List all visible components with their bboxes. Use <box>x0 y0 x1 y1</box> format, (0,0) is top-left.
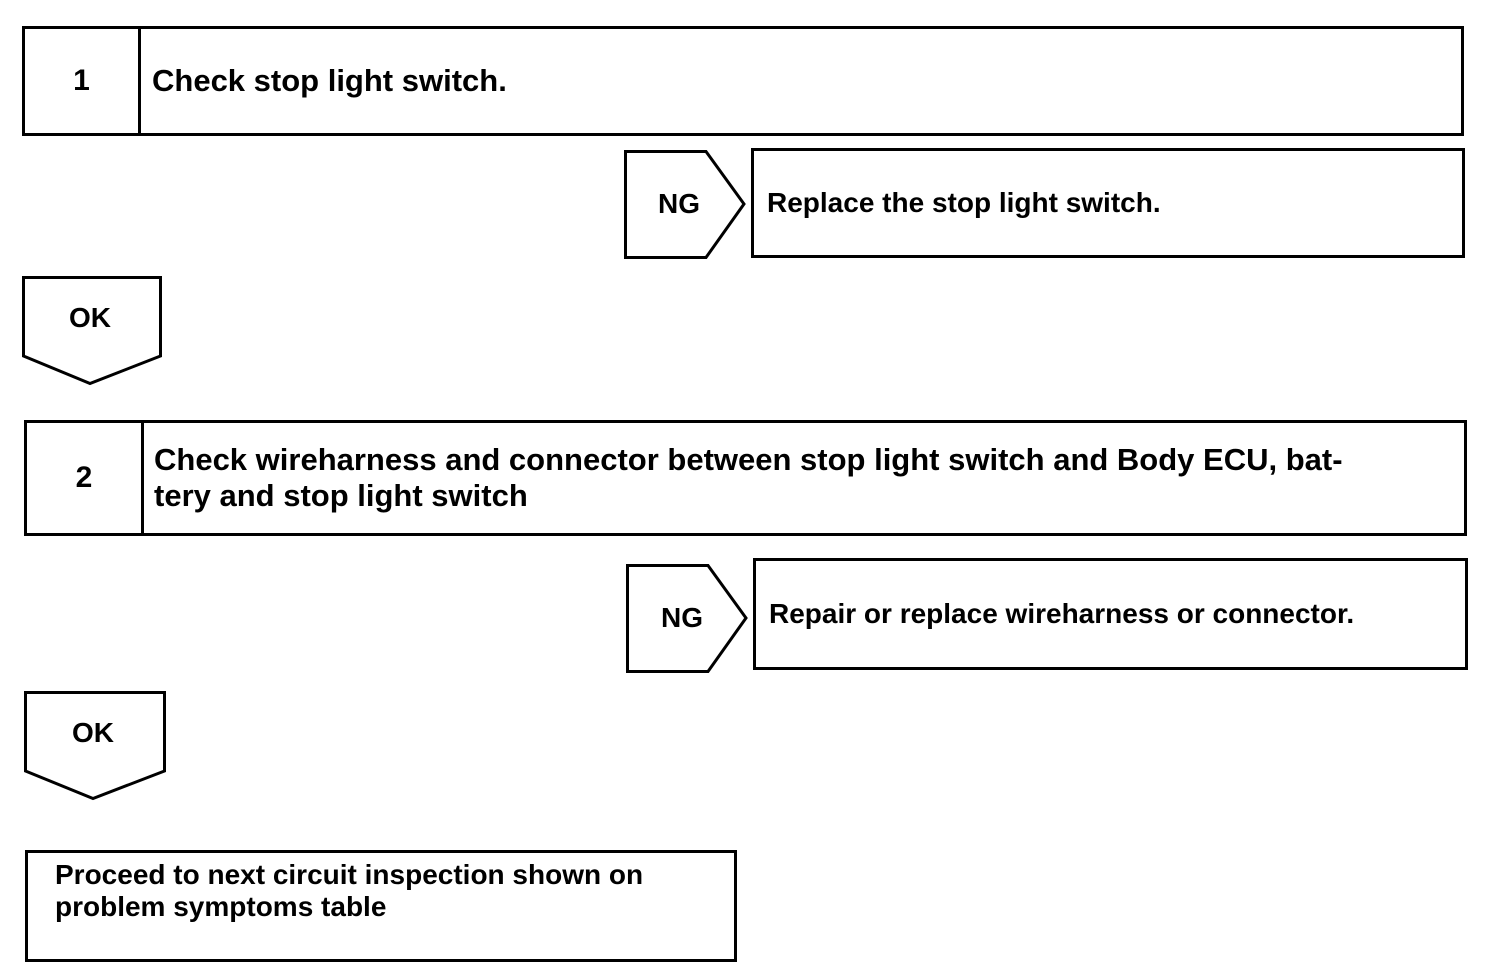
final-action-box: Proceed to next circuit inspection shown… <box>25 850 737 962</box>
step-1-ng-label: NG <box>658 188 700 219</box>
step-2-ng-label: NG <box>661 602 703 633</box>
step-2-ok-marker: OK <box>24 691 166 801</box>
step-1-ng-action-box: Replace the stop light switch. <box>751 148 1465 258</box>
step-2-ng-action-box: Repair or replace wireharness or connect… <box>753 558 1468 670</box>
step-1-ng-marker: NG <box>624 150 748 260</box>
step-2-box: 2 Check wireharness and connector betwee… <box>24 420 1467 536</box>
final-action-text: Proceed to next circuit inspection shown… <box>55 859 644 922</box>
step-1-ok-label: OK <box>69 302 111 333</box>
step-1-number: 1 <box>25 29 141 133</box>
step-2-ng-action-text: Repair or replace wireharness or connect… <box>769 598 1355 629</box>
step-2-number: 2 <box>27 423 144 533</box>
step-2-ng-marker: NG <box>626 564 750 674</box>
step-2-text: Check wireharness and connector between … <box>154 442 1343 513</box>
step-1-ok-marker: OK <box>22 276 162 386</box>
ok-arrow-icon <box>24 691 166 801</box>
ng-arrow-icon <box>626 564 748 673</box>
step-1-ng-action-text: Replace the stop light switch. <box>767 187 1161 218</box>
ng-arrow-icon <box>624 150 746 259</box>
step-1-box: 1 Check stop light switch. <box>22 26 1464 136</box>
step-2-ok-label: OK <box>72 717 114 748</box>
ok-arrow-icon <box>22 276 162 386</box>
step-1-text: Check stop light switch. <box>152 63 507 98</box>
